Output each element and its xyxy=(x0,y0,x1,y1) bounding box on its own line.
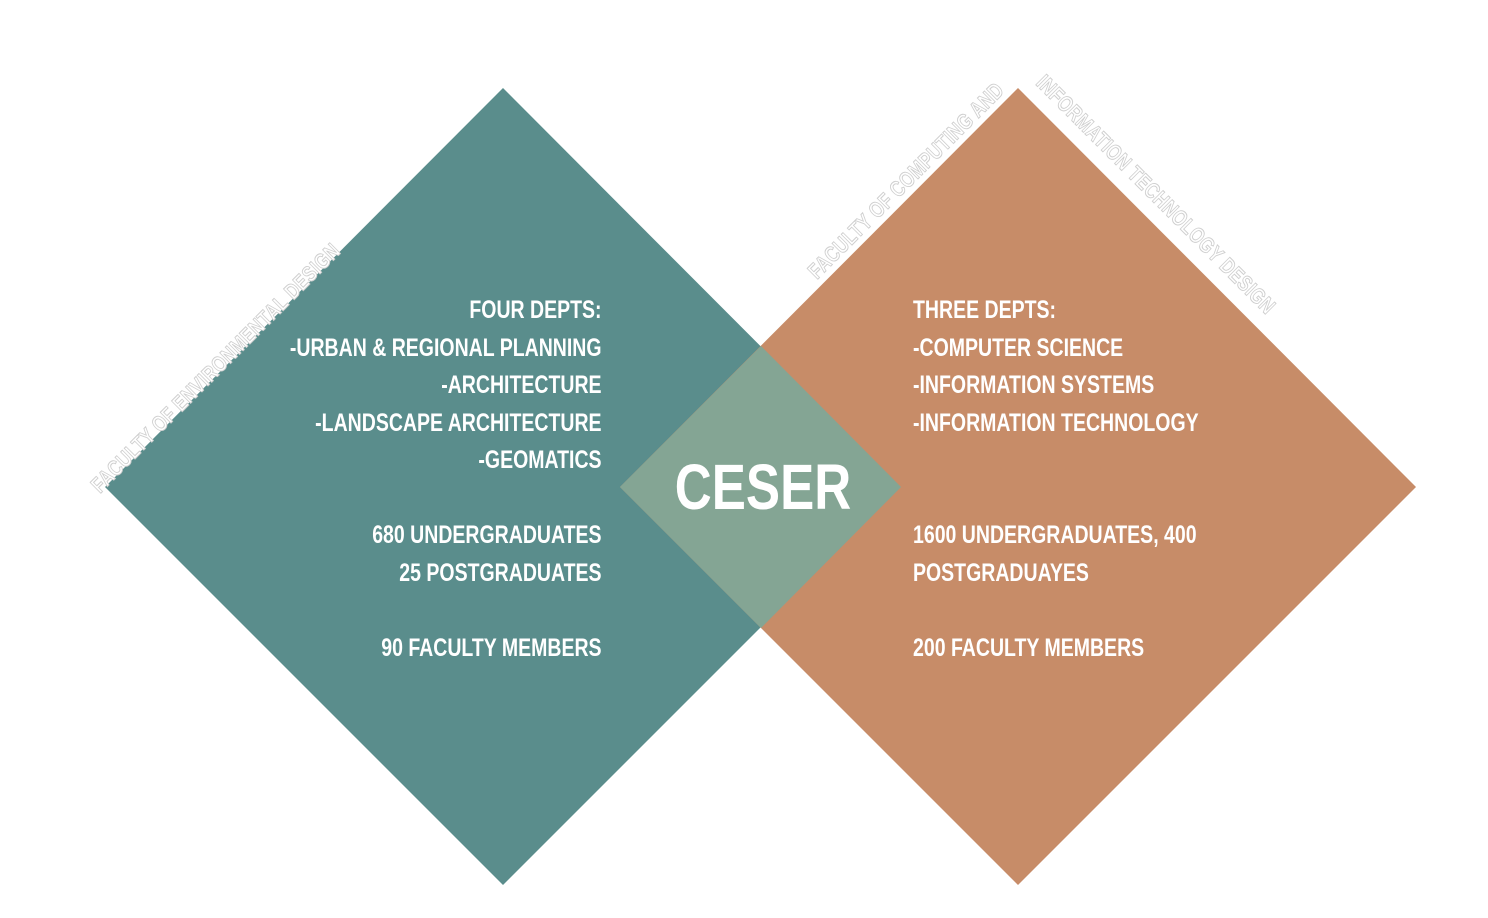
left-dept-1: -URBAN & REGIONAL PLANNING xyxy=(290,333,602,362)
right-dept-2: -INFORMATION SYSTEMS xyxy=(913,371,1155,399)
right-students-line1: 1600 UNDERGRADUATES, 400 xyxy=(913,521,1197,549)
right-faculty-info: THREE DEPTS: -COMPUTER SCIENCE -INFORMAT… xyxy=(913,292,1199,667)
right-dept-3: -INFORMATION TECHNOLOGY xyxy=(913,408,1199,437)
spacer xyxy=(913,480,1199,518)
left-dept-4: -GEOMATICS xyxy=(478,446,602,474)
left-dept-2: -ARCHITECTURE xyxy=(441,371,602,399)
spacer xyxy=(290,592,602,630)
spacer xyxy=(290,480,602,518)
left-postgraduates: 25 POSTGRADUATES xyxy=(399,558,602,587)
right-dept-1: -COMPUTER SCIENCE xyxy=(913,333,1124,362)
left-heading: FOUR DEPTS: xyxy=(469,296,602,324)
left-diamond xyxy=(105,88,901,885)
spacer xyxy=(913,442,1199,480)
right-faculty-members: 200 FACULTY MEMBERS xyxy=(913,633,1145,662)
left-dept-3: -LANDSCAPE ARCHITECTURE xyxy=(315,408,602,437)
overlap-diamond xyxy=(620,346,901,628)
center-label: CESER xyxy=(674,451,852,523)
left-faculty-info: FOUR DEPTS: -URBAN & REGIONAL PLANNING -… xyxy=(290,292,602,667)
left-faculty-members: 90 FACULTY MEMBERS xyxy=(381,633,602,662)
right-students-line2: POSTGRADUAYES xyxy=(913,558,1089,587)
left-undergraduates: 680 UNDERGRADUATES xyxy=(372,521,602,549)
spacer xyxy=(913,592,1199,630)
right-diamond xyxy=(620,88,1416,885)
right-heading: THREE DEPTS: xyxy=(913,296,1057,324)
